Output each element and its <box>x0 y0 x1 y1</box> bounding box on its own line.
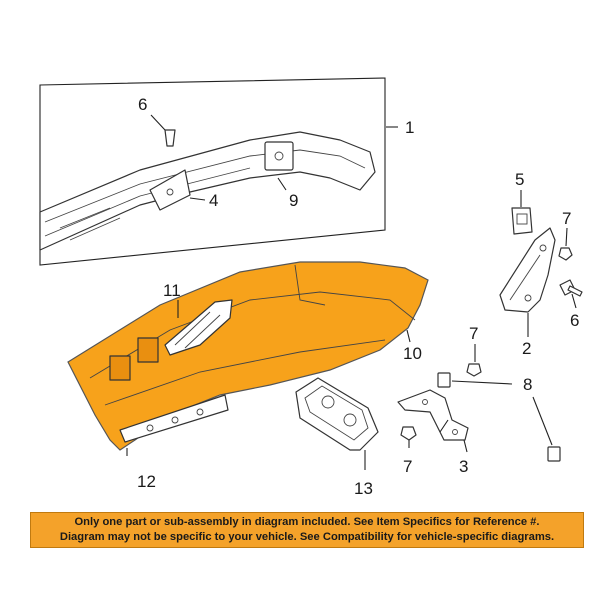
callout-10: 10 <box>403 344 422 363</box>
callout-5: 5 <box>515 170 524 189</box>
callout-labels: 1 6 4 9 5 7 6 2 10 11 7 8 7 3 12 13 <box>137 95 579 498</box>
callout-4: 4 <box>209 191 218 210</box>
callout-6-right: 6 <box>570 311 579 330</box>
bumper-assembly-box <box>39 77 386 266</box>
bolt-right-part <box>559 279 583 297</box>
clip-part <box>511 207 533 235</box>
callout-7-lower: 7 <box>403 457 412 476</box>
callout-12: 12 <box>137 472 156 491</box>
bracket-part <box>499 227 556 313</box>
lower-fascia-part <box>67 261 429 451</box>
nut-middle-part <box>466 363 482 377</box>
callout-8: 8 <box>523 375 532 394</box>
callout-13: 13 <box>354 479 373 498</box>
disclaimer-banner: Only one part or sub-assembly in diagram… <box>30 512 584 548</box>
retainer-clip-part <box>437 372 561 462</box>
disclaimer-line-1: Only one part or sub-assembly in diagram… <box>74 516 540 528</box>
callout-6-top: 6 <box>138 95 147 114</box>
callout-3: 3 <box>459 457 468 476</box>
lower-bracket-part <box>397 389 469 441</box>
leader-lines <box>126 114 577 470</box>
grille-part <box>295 377 379 451</box>
callout-7-middle: 7 <box>469 324 478 343</box>
nut-lower-part <box>400 426 417 441</box>
callout-11: 11 <box>163 281 181 300</box>
callout-9: 9 <box>289 191 298 210</box>
fascia-shape <box>67 261 429 451</box>
bumper-bar-drawing <box>39 129 376 251</box>
callout-2: 2 <box>522 339 531 358</box>
callout-7-upper: 7 <box>562 209 571 228</box>
callout-1: 1 <box>405 118 414 137</box>
nut-upper-part <box>558 247 573 261</box>
disclaimer-line-2: Diagram may not be specific to your vehi… <box>59 531 555 543</box>
